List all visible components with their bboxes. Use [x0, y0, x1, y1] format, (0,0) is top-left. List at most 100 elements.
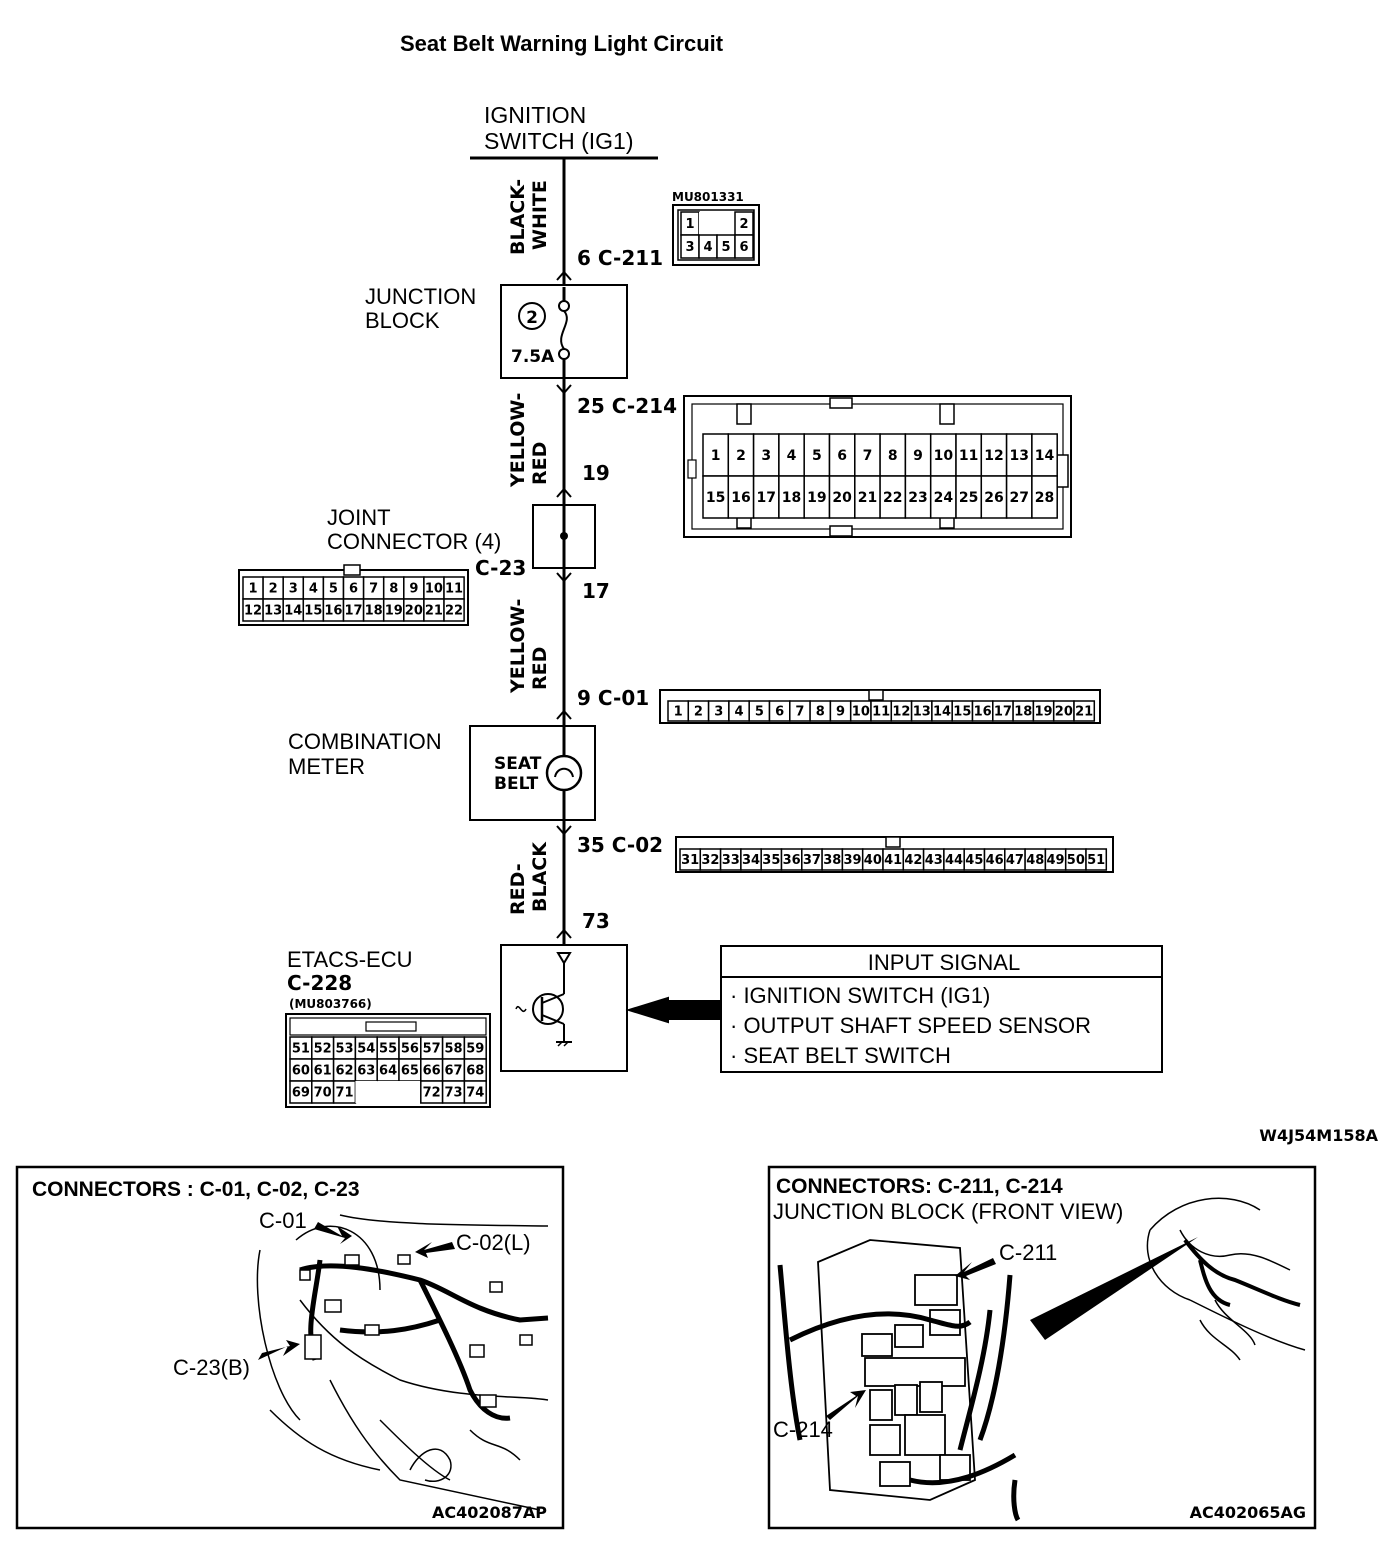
svg-text:RED: RED [529, 442, 551, 485]
ignition-switch-label-line2: SWITCH (IG1) [484, 128, 634, 154]
connector-pin-number: 1 [685, 217, 694, 232]
connector-pin-number: 34 [742, 853, 760, 868]
pin-label-c211: 6 C-211 [577, 246, 663, 270]
connector-pin-number: 55 [379, 1042, 397, 1057]
connector-pin-number: 10 [425, 582, 443, 597]
etacs-ecu-label: ETACS-ECU [287, 947, 413, 972]
connector-pin-number: 25 [959, 490, 978, 506]
connector-pin-number: 2 [694, 705, 703, 720]
connector-pin-number: 42 [904, 853, 922, 868]
connector-pin-number: 38 [823, 853, 841, 868]
connector-pin-number: 12 [892, 705, 910, 720]
wire-color-black-white: BLACK- WHITE [507, 179, 551, 255]
connector-pin-cell [699, 212, 717, 235]
joint-connector-code: C-23 [475, 556, 526, 580]
connector-pin-number: 1 [249, 582, 258, 597]
connector-pin-number: 15 [706, 490, 725, 506]
connector-pin-cell [929, 475, 957, 519]
diagram-title: Seat Belt Warning Light Circuit [400, 31, 724, 56]
connector-pin-number: 57 [423, 1042, 441, 1057]
connector-pin-cell [734, 234, 754, 259]
connector-pin-number: 18 [782, 490, 801, 506]
callout-c01: C-01 [259, 1208, 307, 1233]
connector-pin-cell [1073, 700, 1096, 722]
connector-pin-number: 21 [1075, 705, 1093, 720]
connector-pin-number: 28 [1035, 490, 1054, 506]
connector-pin-number: 52 [314, 1042, 332, 1057]
connector-pin-number: 33 [722, 853, 740, 868]
connector-pin-number: 66 [423, 1064, 441, 1079]
connector-pin-number: 2 [739, 217, 748, 232]
input-signal-item: · SEAT BELT SWITCH [730, 1043, 951, 1068]
connector-pin-number: 14 [933, 705, 951, 720]
pin-label-c214: 25 C-214 [577, 394, 677, 418]
junction-block-label-line1: JUNCTION [365, 284, 476, 309]
connector-pin-number: 4 [787, 448, 797, 464]
connector-pin-cell [463, 1080, 487, 1104]
connector-pin-cell [702, 475, 730, 519]
connector-pin-number: 5 [721, 240, 730, 255]
connector-pin-number: 56 [401, 1042, 419, 1057]
connector-pin-number: 31 [681, 853, 699, 868]
connector-pin-number: 3 [289, 582, 298, 597]
connector-pin-number: 32 [701, 853, 719, 868]
connector-pin-number: 36 [783, 853, 801, 868]
connector-pin-number: 17 [345, 604, 363, 619]
connector-pin-number: 64 [379, 1064, 397, 1079]
connector-pin-cell [828, 433, 856, 477]
svg-text:BLACK: BLACK [529, 841, 551, 912]
connector-pin-cell [1005, 475, 1033, 519]
connector-pin-number: 51 [292, 1042, 310, 1057]
connector-pin-number: 1 [711, 448, 721, 464]
connector-pin-number: 3 [714, 705, 723, 720]
connector-pin-cell [752, 475, 780, 519]
connector-pin-number: 43 [925, 853, 943, 868]
joint-connector-label-line2: CONNECTOR (4) [327, 529, 501, 554]
connector-pin-number: 19 [385, 604, 403, 619]
wire-color-yellow-red-1: YELLOW- RED [507, 393, 551, 488]
connector-pin-number: 73 [444, 1086, 462, 1101]
connector-pin-number: 24 [934, 490, 954, 506]
connector-pin-number: 16 [731, 490, 750, 506]
connector-pin-number: 13 [264, 604, 282, 619]
connector-pin-cell [727, 475, 755, 519]
connector-pin-cell [1005, 433, 1033, 477]
connector-pin-number: 1 [674, 705, 683, 720]
connector-pin-number: 74 [466, 1086, 484, 1101]
callout-arrow-c214 [826, 1390, 866, 1420]
connector-pin-number: 18 [365, 604, 383, 619]
fuse-rating: 7.5A [511, 347, 555, 367]
connector-pin-number: 12 [984, 448, 1003, 464]
fuse-icon [558, 287, 570, 378]
harness-clips-left [299, 1254, 533, 1408]
connector-pin-number: 27 [1010, 490, 1029, 506]
connector-pin-number: 6 [349, 582, 358, 597]
svg-text:YELLOW-: YELLOW- [507, 599, 529, 694]
fuse-number: 2 [526, 308, 538, 328]
connector-pin-cell [803, 475, 831, 519]
connector-pin-number: 11 [872, 705, 890, 720]
connector-pin-cell [1031, 433, 1058, 477]
connector-pin-number: 15 [953, 705, 971, 720]
connector-pin-number: 8 [888, 448, 898, 464]
connector-pin-number: 9 [409, 582, 418, 597]
connector-pin-number: 53 [335, 1042, 353, 1057]
svg-text:RED-: RED- [507, 863, 529, 915]
panel-left-title: CONNECTORS : C-01, C-02, C-23 [32, 1178, 360, 1201]
input-signal-header: INPUT SIGNAL [868, 950, 1020, 975]
connector-pin-number: 22 [445, 604, 463, 619]
connector-pin-number: 4 [703, 240, 712, 255]
connector-locator-panel-right: CONNECTORS: C-211, C-214 JUNCTION BLOCK … [767, 1165, 1317, 1530]
connector-pin-number: 46 [986, 853, 1004, 868]
connector-pin-number: 2 [736, 448, 746, 464]
callout-c02: C-02(L) [456, 1230, 531, 1255]
connector-pin-number: 18 [1014, 705, 1032, 720]
connector-pin-number: 3 [761, 448, 771, 464]
ignition-switch-label-line1: IGNITION [484, 102, 586, 128]
connector-pin-number: 14 [1035, 448, 1055, 464]
wire-harness-right [777, 1264, 1021, 1522]
callout-c211: C-211 [999, 1240, 1057, 1265]
connector-pin-number: 7 [369, 582, 378, 597]
wire-color-red-black: RED- BLACK [507, 841, 551, 915]
